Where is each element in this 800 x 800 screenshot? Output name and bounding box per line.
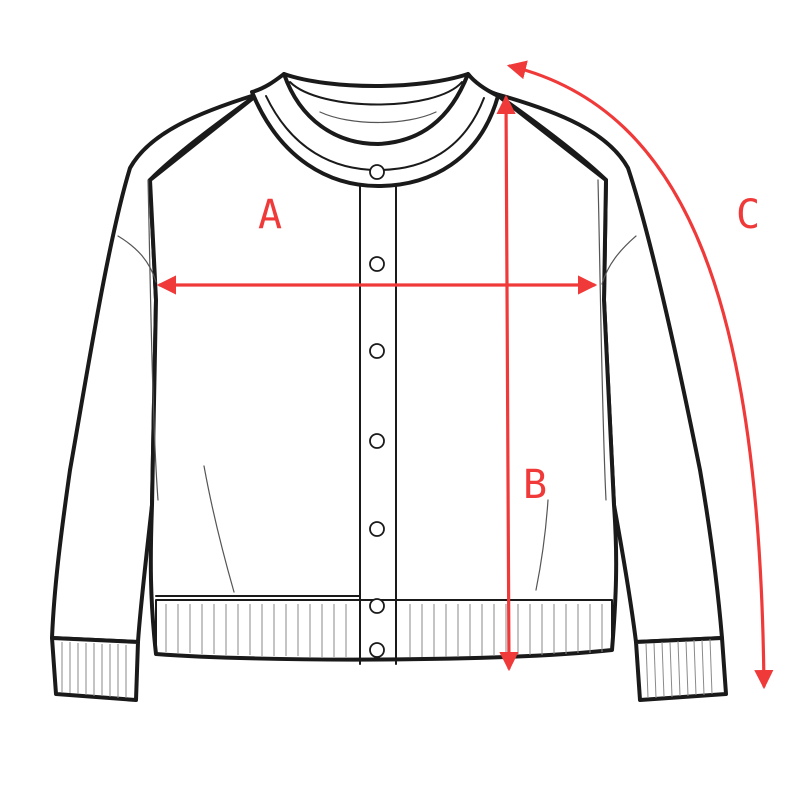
button-6 — [369, 598, 385, 614]
measurement-c-arrow — [506, 60, 774, 690]
measurement-c-label: C — [736, 192, 760, 238]
button-7 — [369, 642, 385, 658]
left-cuff — [50, 636, 140, 702]
collar-band — [250, 72, 500, 188]
back-neck-label-line — [319, 111, 437, 124]
measurement-a-label: A — [258, 192, 282, 238]
back-neckline — [289, 81, 463, 106]
left-body-fold — [203, 465, 235, 593]
button-placket — [359, 185, 397, 665]
button-3 — [369, 343, 385, 359]
cardigan-illustration — [50, 72, 728, 702]
measurement-b-label: B — [523, 462, 547, 508]
button-4 — [369, 433, 385, 449]
left-sleeve-fold — [147, 179, 159, 501]
left-cuff-ribbing — [61, 642, 127, 698]
right-cuff — [634, 636, 728, 702]
buttons — [369, 164, 385, 658]
button-2 — [369, 256, 385, 272]
button-5 — [369, 521, 385, 537]
measurement-annotations: A B C — [156, 60, 774, 690]
left-shoulder-seam — [117, 235, 157, 283]
button-1 — [369, 164, 385, 180]
